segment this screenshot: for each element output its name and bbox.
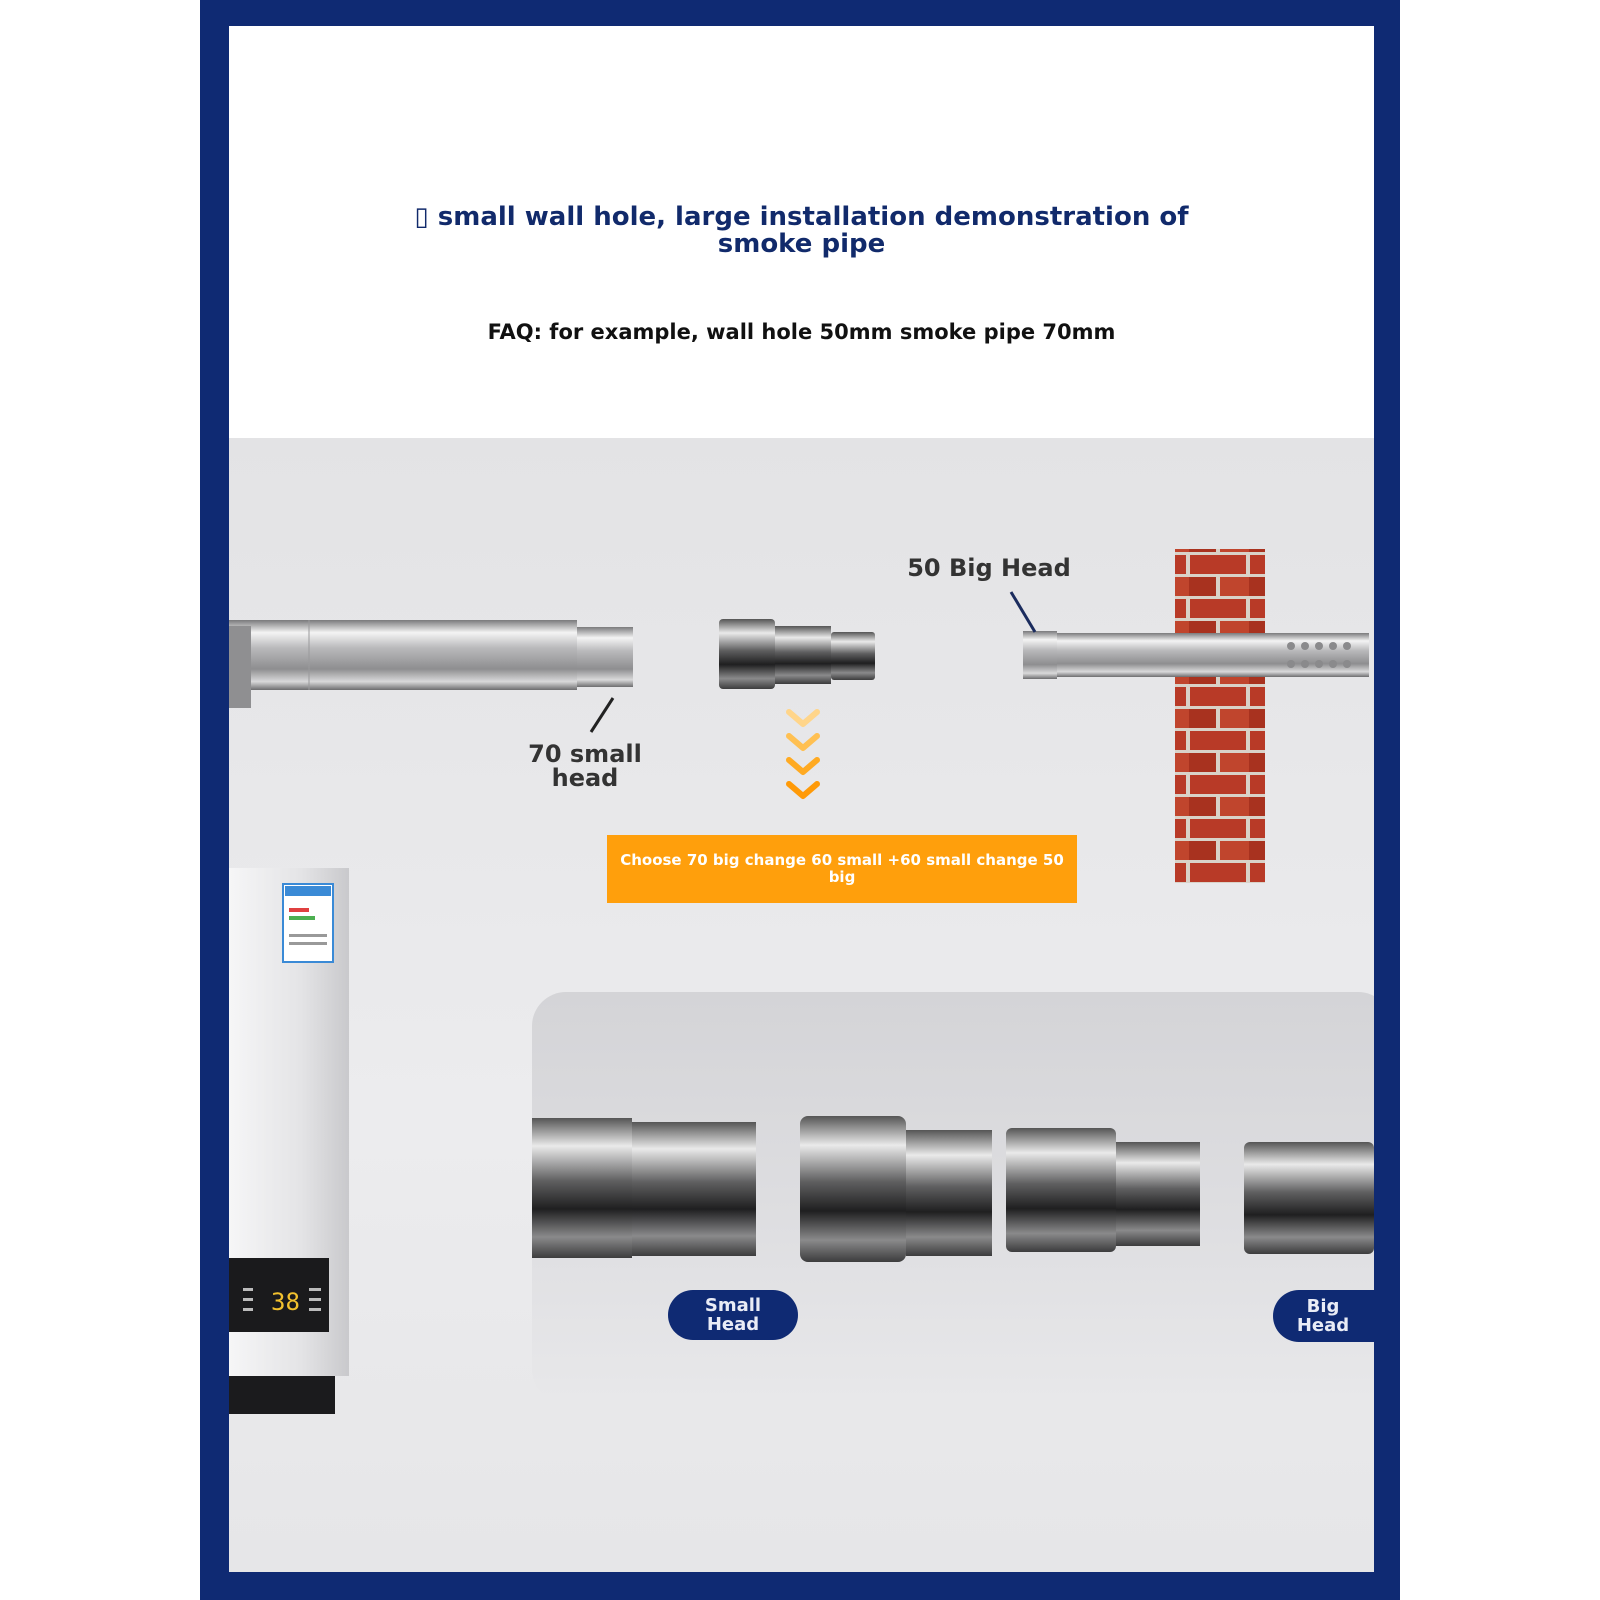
content-area: ▯ small wall hole, large installation de… <box>229 26 1374 1572</box>
fitting-4 <box>1244 1142 1374 1254</box>
big-head-pointer <box>1009 591 1037 633</box>
water-heater: 38 <box>229 868 349 1414</box>
heater-display-value: 38 <box>271 1288 300 1316</box>
page-title: ▯ small wall hole, large installation de… <box>229 204 1374 258</box>
small-head-pill-line-1: Small <box>704 1295 762 1316</box>
title-line-1: ▯ small wall hole, large installation de… <box>414 202 1189 232</box>
title-line-2: smoke pipe <box>717 229 886 259</box>
instruction-banner: Choose 70 big change 60 small +60 small … <box>607 835 1077 903</box>
small-head-pill-line-2: Head <box>706 1314 760 1335</box>
chevron-down-icon <box>786 709 820 799</box>
big-head-pill: Big Head <box>1273 1290 1374 1342</box>
small-head-pill: Small Head <box>668 1290 798 1340</box>
faq-text: FAQ: for example, wall hole 50mm smoke p… <box>487 320 1116 344</box>
instruction-line-1: Choose 70 big change 60 small +60 small … <box>620 851 1064 869</box>
small-head-label-line-2: head <box>551 764 619 792</box>
fitting-3 <box>1006 1128 1200 1252</box>
small-head-label-line-1: 70 small <box>528 740 642 768</box>
reducer-fitting <box>719 619 875 689</box>
big-head-pill-line-1: Big <box>1306 1296 1340 1317</box>
big-head-pill-line-2: Head <box>1296 1315 1350 1336</box>
left-smoke-pipe <box>229 620 633 708</box>
small-head-label: 70 small head <box>505 742 665 790</box>
small-head-pointer <box>589 697 615 733</box>
fitting-2 <box>800 1116 992 1262</box>
brick-wall <box>1175 549 1265 883</box>
installation-illustration: 38 <box>229 549 1369 1414</box>
fitting-1 <box>532 1118 756 1258</box>
right-smoke-pipe <box>1023 631 1369 679</box>
instruction-line-2: big <box>828 868 856 886</box>
big-head-label: 50 Big Head <box>907 554 1071 582</box>
fittings-illustration <box>532 1116 1374 1262</box>
